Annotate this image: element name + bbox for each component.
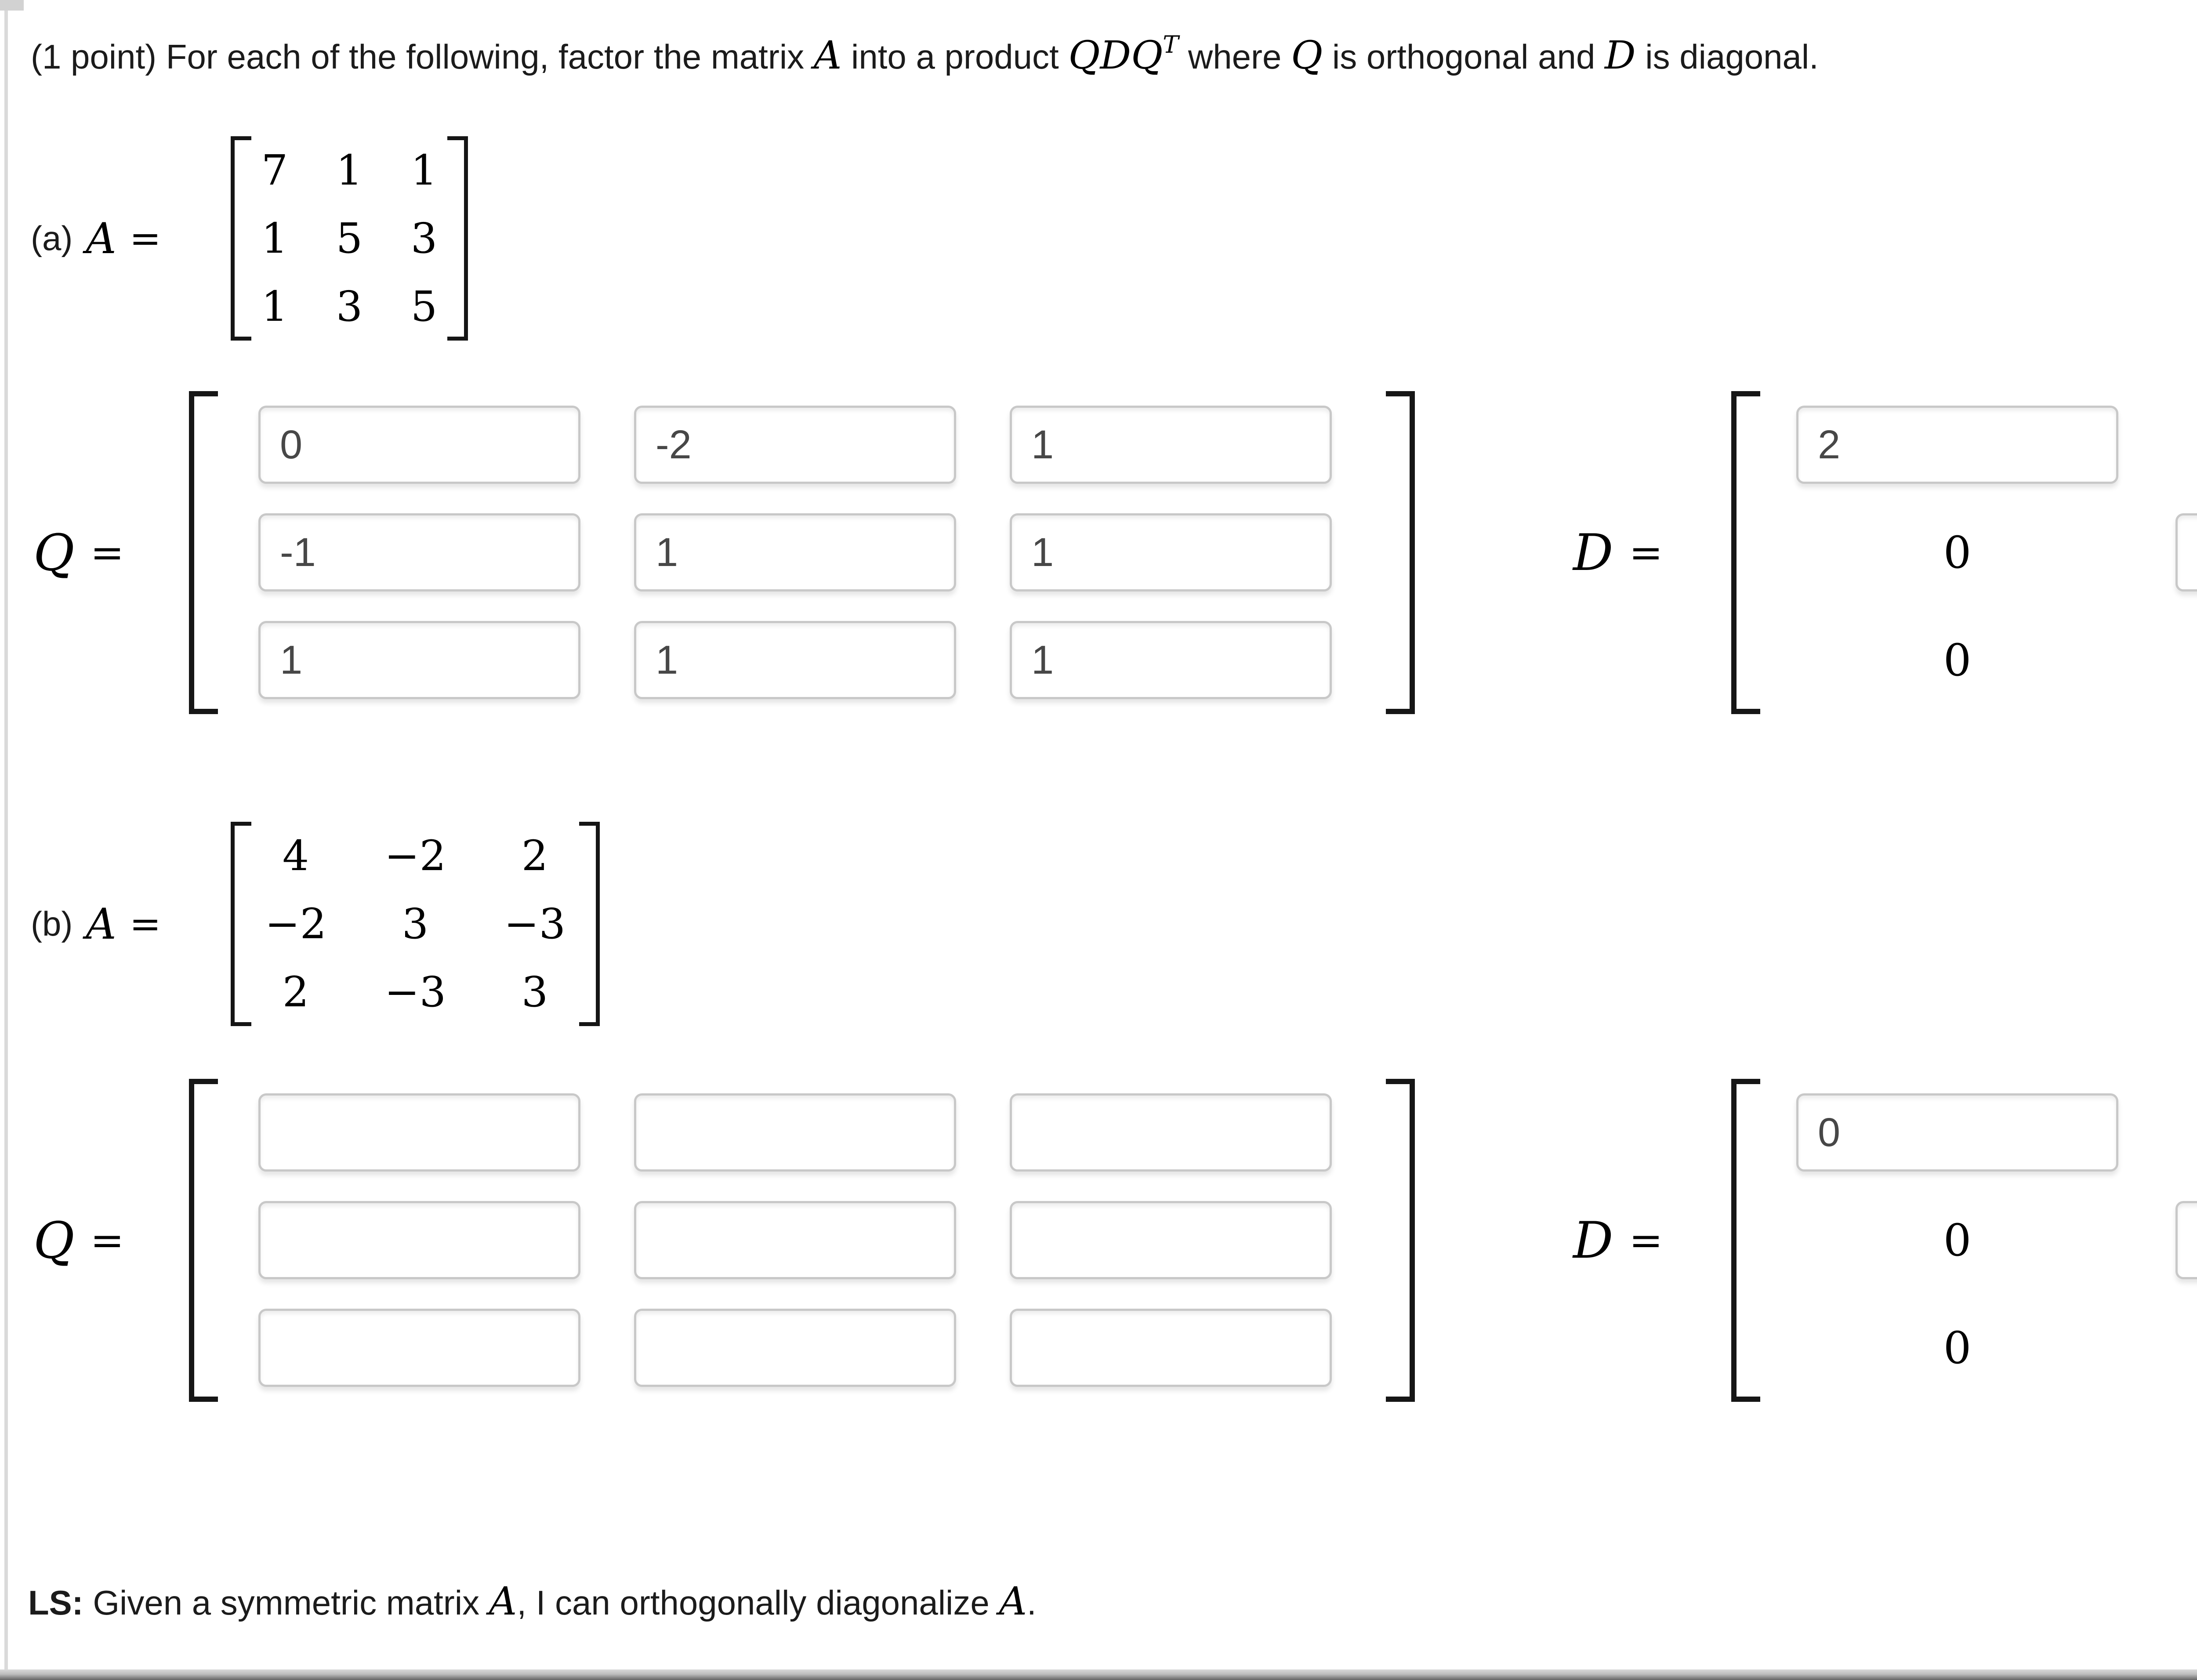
part-b-q-input-r1c3[interactable] (1010, 1093, 1332, 1172)
part-b-d-equals: = (1629, 1217, 1663, 1264)
math-var-Q: Q (1291, 33, 1323, 78)
part-a-equals: = (129, 216, 161, 261)
part-a-matrix-cell: 7 (261, 146, 288, 195)
part-a-d-zero-r1c2: 0 (2175, 406, 2197, 484)
part-b-matrix-cell: −2 (265, 900, 327, 948)
part-b-q-input-r2c3[interactable] (1010, 1201, 1332, 1279)
part-b-d-zero-r2c1: 0 (1943, 1214, 1972, 1266)
bottom-edge-band (0, 1669, 2197, 1680)
part-b-matrix-cell: −3 (504, 900, 566, 948)
intro-text-4: is orthogonal and (1323, 37, 1605, 76)
part-b-matrix-cell: 4 (282, 831, 309, 880)
part-a-matrix-cell: 3 (336, 282, 363, 331)
part-a-q-label: Q = (33, 391, 124, 714)
left-border-line (4, 11, 8, 1669)
part-a-q-input-r3c3[interactable] (1010, 621, 1332, 699)
part-b-matrix-cell: 2 (282, 968, 309, 1016)
problem-statement: (1 point) For each of the following, fac… (31, 31, 1819, 78)
part-b-matrix-cell: 2 (521, 831, 548, 880)
part-b-q-input-r3c2[interactable] (634, 1309, 956, 1387)
part-a-matrix-cell: 1 (261, 282, 288, 331)
math-superscript-T: T (1163, 31, 1179, 58)
part-a-matrix-cell: 3 (410, 214, 438, 263)
part-a-matrix-cell: 1 (410, 146, 438, 195)
learning-standard-line: LS: Given a symmetric matrix A, I can or… (28, 1578, 1037, 1624)
part-b-matrix: 4 −2 2 −2 3 −3 2 −3 3 (231, 822, 600, 1026)
part-b-equals: = (129, 902, 161, 946)
part-b-d-zero-r3c2: 0 (2175, 1309, 2197, 1387)
part-b-d-input-r1c1[interactable] (1796, 1093, 2118, 1172)
part-b-d-zero-r3c1: 0 (1943, 1322, 1972, 1374)
top-left-corner-block (0, 0, 24, 11)
intro-text-2: into a product (841, 37, 1069, 76)
part-b-var-A: A (86, 899, 116, 949)
part-b-matrix-cell: −2 (384, 831, 446, 880)
part-a-d-input-r2c2[interactable] (2175, 513, 2197, 591)
part-b-matrix-cell: 3 (521, 968, 548, 1016)
part-a-q-input-r1c1[interactable] (258, 406, 580, 484)
part-a-q-input-r3c2[interactable] (634, 621, 956, 699)
part-a-matrix-cell: 5 (410, 282, 438, 331)
math-expr-QDQ: QDQ (1068, 33, 1163, 78)
part-a-d-equals: = (1629, 529, 1663, 576)
part-b-matrix-cell: 3 (402, 900, 429, 948)
part-b-q-input-r2c1[interactable] (258, 1201, 580, 1279)
math-var-D: D (1605, 33, 1636, 78)
part-b-q-input-r1c1[interactable] (258, 1093, 580, 1172)
part-a-matrix-cell: 1 (336, 146, 363, 195)
part-a-matrix: 7 1 1 1 5 3 1 3 5 (231, 136, 468, 341)
part-a-q-matrix (189, 391, 1415, 714)
part-a-d-var: D (1573, 523, 1613, 582)
part-a-q-input-r2c2[interactable] (634, 513, 956, 591)
part-a-label: (a) A = (31, 136, 161, 341)
intro-text-1: (1 point) For each of the following, fac… (31, 37, 814, 76)
part-b-q-input-r3c3[interactable] (1010, 1309, 1332, 1387)
ls-tag: LS: (28, 1583, 83, 1622)
part-a-d-zero-r3c1: 0 (1943, 634, 1972, 686)
part-a-q-input-r1c2[interactable] (634, 406, 956, 484)
part-a-d-label: D = (1573, 391, 1663, 714)
part-b-q-input-r2c2[interactable] (634, 1201, 956, 1279)
part-b-q-input-r3c1[interactable] (258, 1309, 580, 1387)
part-a-q-equals: = (90, 529, 124, 576)
part-b-tag: (b) (31, 904, 73, 943)
part-a-matrix-cell: 1 (261, 214, 288, 263)
part-b-q-label: Q = (33, 1079, 124, 1402)
part-a-q-input-r2c3[interactable] (1010, 513, 1332, 591)
part-b-d-zero-r1c2: 0 (2175, 1093, 2197, 1172)
part-a-q-var: Q (33, 523, 75, 582)
part-a-d-zero-r2c1: 0 (1943, 526, 1972, 578)
part-a-var-A: A (86, 214, 116, 263)
intro-text-3: where (1178, 37, 1291, 76)
part-b-label: (b) A = (31, 822, 161, 1026)
ls-math-var-A: A (999, 1578, 1027, 1624)
part-b-matrix-cell: −3 (384, 968, 446, 1016)
part-a-d-matrix: 0 0 0 0 0 0 (1731, 391, 2197, 714)
part-b-q-equals: = (90, 1217, 124, 1264)
part-a-tag: (a) (31, 219, 73, 258)
part-b-q-input-r1c2[interactable] (634, 1093, 956, 1172)
part-a-q-input-r3c1[interactable] (258, 621, 580, 699)
part-b-d-input-r2c2[interactable] (2175, 1201, 2197, 1279)
ls-text-2: , I can orthogonally diagonalize (517, 1583, 999, 1622)
part-a-d-input-r1c1[interactable] (1796, 406, 2118, 484)
part-b-q-var: Q (33, 1211, 75, 1270)
ls-math-var-A: A (489, 1578, 517, 1624)
part-a-q-input-r1c3[interactable] (1010, 406, 1332, 484)
part-a-matrix-cell: 5 (336, 214, 363, 263)
intro-text-5: is diagonal. (1635, 37, 1819, 76)
part-b-d-matrix: 0 0 0 0 0 0 (1731, 1079, 2197, 1402)
ls-text-1: Given a symmetric matrix (83, 1583, 489, 1622)
part-a-d-zero-r3c2: 0 (2175, 621, 2197, 699)
part-a-q-input-r2c1[interactable] (258, 513, 580, 591)
part-b-d-label: D = (1573, 1079, 1663, 1402)
part-b-d-var: D (1573, 1211, 1613, 1270)
part-b-q-matrix (189, 1079, 1415, 1402)
ls-text-3: . (1027, 1583, 1037, 1622)
math-var-A: A (813, 33, 842, 78)
